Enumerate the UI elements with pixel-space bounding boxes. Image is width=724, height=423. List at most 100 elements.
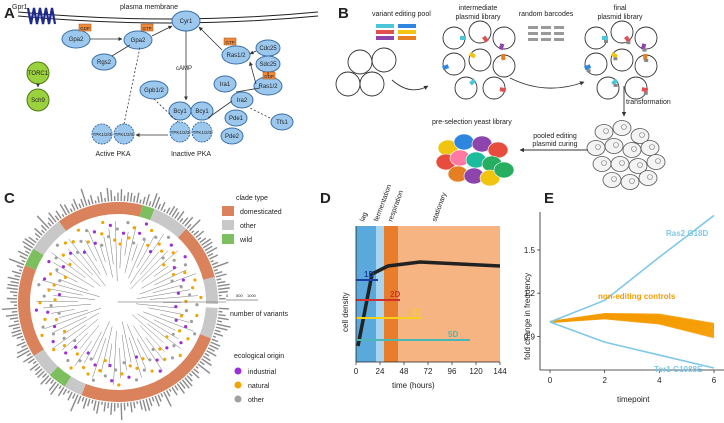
variant-count-bar	[26, 352, 32, 357]
variant-count-bar	[193, 230, 200, 236]
variant-count-bar	[71, 393, 76, 399]
leaf-origin-dot	[134, 378, 139, 382]
svg-text:Sch9: Sch9	[31, 98, 45, 104]
series-label-tor1: Tor1 G1088E	[654, 365, 703, 374]
variant-count-bar	[209, 344, 219, 350]
ytick-label: 1.2	[524, 289, 536, 298]
leaf-origin-dot	[154, 235, 158, 239]
variant-count-bar	[218, 307, 230, 310]
variant-count-bar	[40, 224, 48, 232]
colored-yeast-cell	[487, 141, 509, 159]
variant-count-bar	[110, 190, 113, 202]
svg-text:TPK1/2/3: TPK1/2/3	[193, 130, 212, 135]
variant-count-bar	[50, 379, 55, 384]
svg-text:Gpa2: Gpa2	[131, 38, 146, 44]
origin-legend-natural: natural	[234, 381, 270, 390]
variant-count-bar	[91, 399, 94, 404]
panel-label-e: E	[544, 190, 554, 207]
phase-stationary	[398, 226, 500, 362]
tree-branch	[114, 221, 118, 282]
arrow-to-final	[509, 77, 585, 89]
clade-segment	[139, 205, 155, 221]
variant-count-bar	[19, 255, 27, 260]
svg-text:1D: 1D	[364, 270, 374, 279]
svg-text:natural: natural	[248, 383, 270, 390]
leaf-origin-dot	[134, 355, 139, 359]
plasmid-insert	[642, 53, 648, 61]
tree-branch	[79, 325, 100, 349]
svg-text:1000: 1000	[247, 293, 257, 298]
control-line	[549, 312, 715, 325]
variant-count-bar	[110, 402, 113, 415]
variant-editing-pool	[376, 24, 416, 40]
leaf-origin-dot	[38, 301, 42, 305]
yeast-vacuole	[611, 176, 617, 182]
tree-branch	[58, 309, 89, 318]
panel-a: A plasma membrane Gpr1 Gpa2 GDP Gpa2 GTP…	[4, 4, 319, 158]
variant-count-bar	[11, 310, 18, 313]
svg-text:TPK1/2/3: TPK1/2/3	[115, 132, 134, 137]
variant-count-bar	[151, 396, 155, 402]
variant-count-bar	[12, 326, 21, 330]
variant-count-bar	[97, 196, 100, 203]
pool-oligo	[398, 24, 416, 28]
leaf-origin-dot	[89, 357, 93, 361]
variant-count-bar	[1, 307, 18, 311]
transformation-label: transformation	[626, 99, 671, 106]
origin-legend-industrial: industrial	[234, 367, 276, 376]
variant-count-bar	[48, 212, 57, 223]
membrane: plasma membrane	[17, 4, 319, 24]
tree-branch	[60, 279, 89, 291]
clade-segment	[64, 376, 86, 396]
variant-count-bar	[21, 259, 26, 263]
tree-branch	[131, 244, 138, 262]
variant-count-bar	[7, 283, 19, 287]
pool-oligo	[398, 30, 416, 34]
node-cdc25: Cdc25	[255, 39, 281, 57]
leaf-origin-dot	[161, 256, 165, 260]
ytick-label: 0.9	[524, 332, 536, 341]
svg-text:GDP: GDP	[80, 26, 90, 31]
tree-branch	[108, 228, 114, 265]
variant-count-bar	[206, 246, 218, 254]
leaf-origin-dot	[128, 364, 132, 368]
tree-branch	[44, 307, 102, 329]
plasmid-insert	[640, 43, 647, 51]
leaf-origin-dot	[34, 308, 39, 312]
leaf-origin-dot	[68, 251, 73, 255]
tree-branch	[160, 313, 190, 323]
node-gpa2-left: Gpa2 GDP	[61, 23, 92, 49]
leaf-origin-dot	[191, 286, 195, 290]
variant-count-bar	[163, 391, 172, 407]
timepoint-1d: 1D	[356, 270, 378, 281]
timepoint-3d: 3D	[356, 308, 422, 319]
variant-count-bar	[181, 217, 189, 225]
inactive-pka-complex: TPK1/2/3 TPK1/2/3 Inactive PKA	[169, 121, 213, 158]
leaf-origin-dot	[57, 311, 61, 315]
variant-count-bar	[171, 207, 179, 218]
camp-label: cAMP	[176, 66, 192, 72]
leaf-origin-dot	[144, 222, 149, 226]
leaf-origin-dot	[91, 378, 96, 382]
leaf-origin-dot	[122, 361, 126, 365]
variant-count-bar	[47, 217, 55, 225]
leaf-origin-dot	[82, 250, 87, 254]
leaf-origin-dot	[78, 359, 82, 363]
variant-count-bar	[48, 381, 57, 392]
series-label-controls: non-editing controls	[598, 292, 676, 301]
leaf-origin-dot	[158, 347, 162, 351]
svg-text:TORC1: TORC1	[28, 71, 49, 77]
svg-text:GTP: GTP	[225, 40, 234, 45]
growth-xtick-label: 120	[469, 367, 483, 376]
clade-segment	[203, 276, 218, 304]
variant-count-bar	[16, 264, 24, 269]
clade-segment	[199, 307, 218, 339]
svg-text:Ras1/2: Ras1/2	[258, 84, 278, 90]
yeast-vacuole	[621, 124, 627, 130]
variant-count-bar	[186, 223, 192, 229]
tree-branch	[83, 248, 101, 275]
leaf-origin-dot	[62, 336, 66, 340]
tree-branch	[74, 340, 92, 366]
variant-count-bar	[107, 402, 110, 409]
